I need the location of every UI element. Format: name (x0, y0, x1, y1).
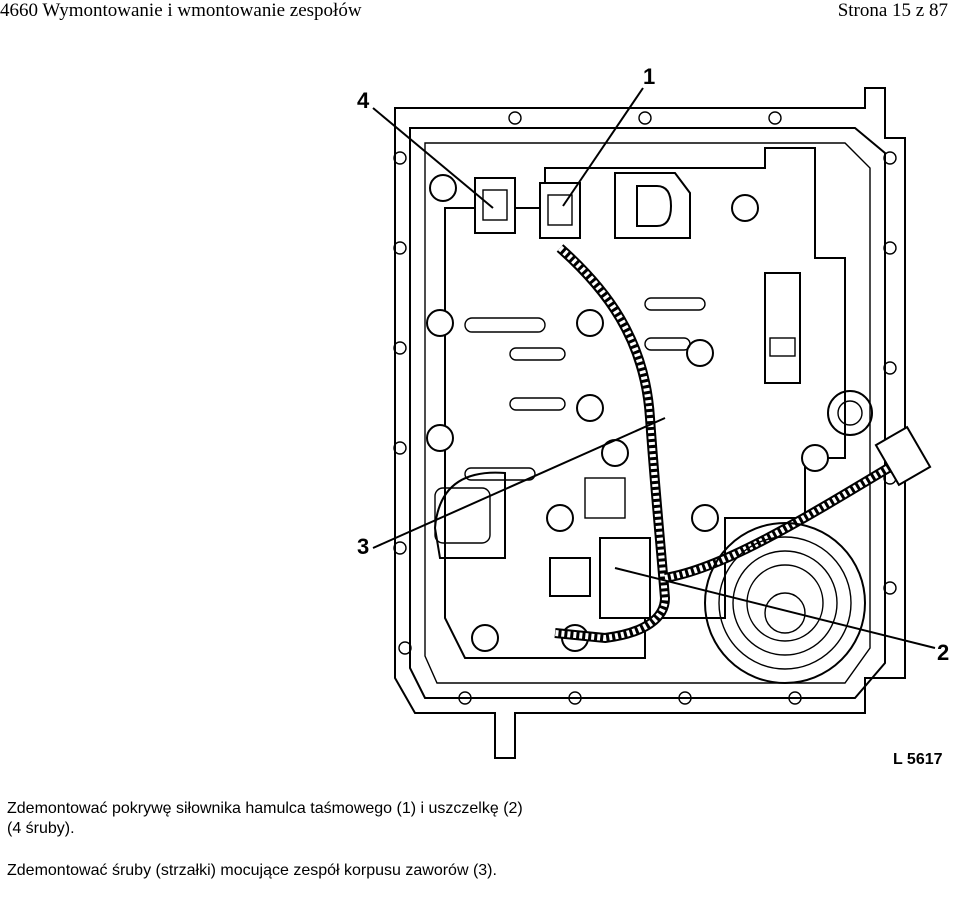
callout-4: 4 (357, 88, 370, 113)
instruction-paragraph-1: Zdemontować pokrywę siłownika hamulca ta… (7, 800, 523, 837)
callout-1: 1 (643, 64, 655, 89)
document-title: 4660 Wymontowanie i wmontowanie zespołów (0, 0, 362, 21)
valve-body-illustration: 1 2 3 4 L 5617 (345, 58, 957, 770)
figure-id: L 5617 (893, 751, 943, 768)
callout-3: 3 (357, 534, 369, 559)
callout-2: 2 (937, 640, 949, 665)
page-number: Strona 15 z 87 (837, 0, 948, 21)
instruction-paragraph-2: Zdemontować śruby (strzałki) mocujące ze… (7, 862, 497, 879)
technical-drawing: 1 2 3 4 L 5617 (357, 64, 949, 768)
